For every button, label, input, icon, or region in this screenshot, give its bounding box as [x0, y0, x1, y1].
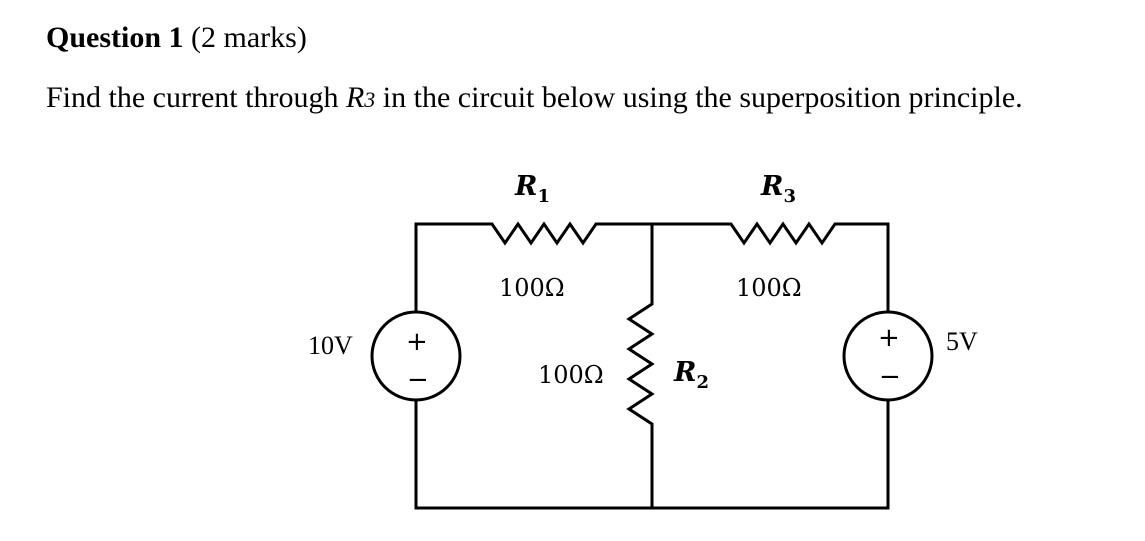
question-marks: (2 marks) [191, 21, 307, 54]
wire-bottom [414, 398, 890, 510]
wire-top-right [650, 221, 890, 314]
v2-plus-sign: + [878, 323, 900, 353]
v2-label: 5V [946, 327, 978, 356]
wire-top-left [414, 221, 654, 314]
r1-label: R1 [514, 171, 550, 207]
question-text-before: Find the current through [46, 81, 346, 114]
v1-minus-sign: − [407, 365, 429, 395]
question-text: Find the current through R3 in the circu… [46, 78, 1023, 120]
r3-label: R3 [760, 171, 796, 207]
voltage-source-5v [842, 310, 934, 402]
v1-plus-sign: + [406, 327, 428, 357]
question-number: Question 1 [46, 21, 184, 54]
r2-label: R2 [673, 357, 709, 393]
r3-value: 100Ω [736, 274, 802, 302]
v2-minus-sign: − [879, 362, 901, 392]
question-text-var: R [345, 81, 365, 114]
resistor-r2-shape [626, 289, 655, 510]
r2-value: 100Ω [538, 361, 604, 389]
voltage-source-10v [370, 310, 462, 402]
r1-value: 100Ω [499, 274, 565, 302]
question-text-after: in the circuit below using the superposi… [375, 81, 1023, 114]
question-title: Question 1 (2 marks) [46, 18, 307, 58]
v1-label: 10V [308, 331, 353, 360]
question-text-var-sub: 3 [364, 87, 376, 112]
